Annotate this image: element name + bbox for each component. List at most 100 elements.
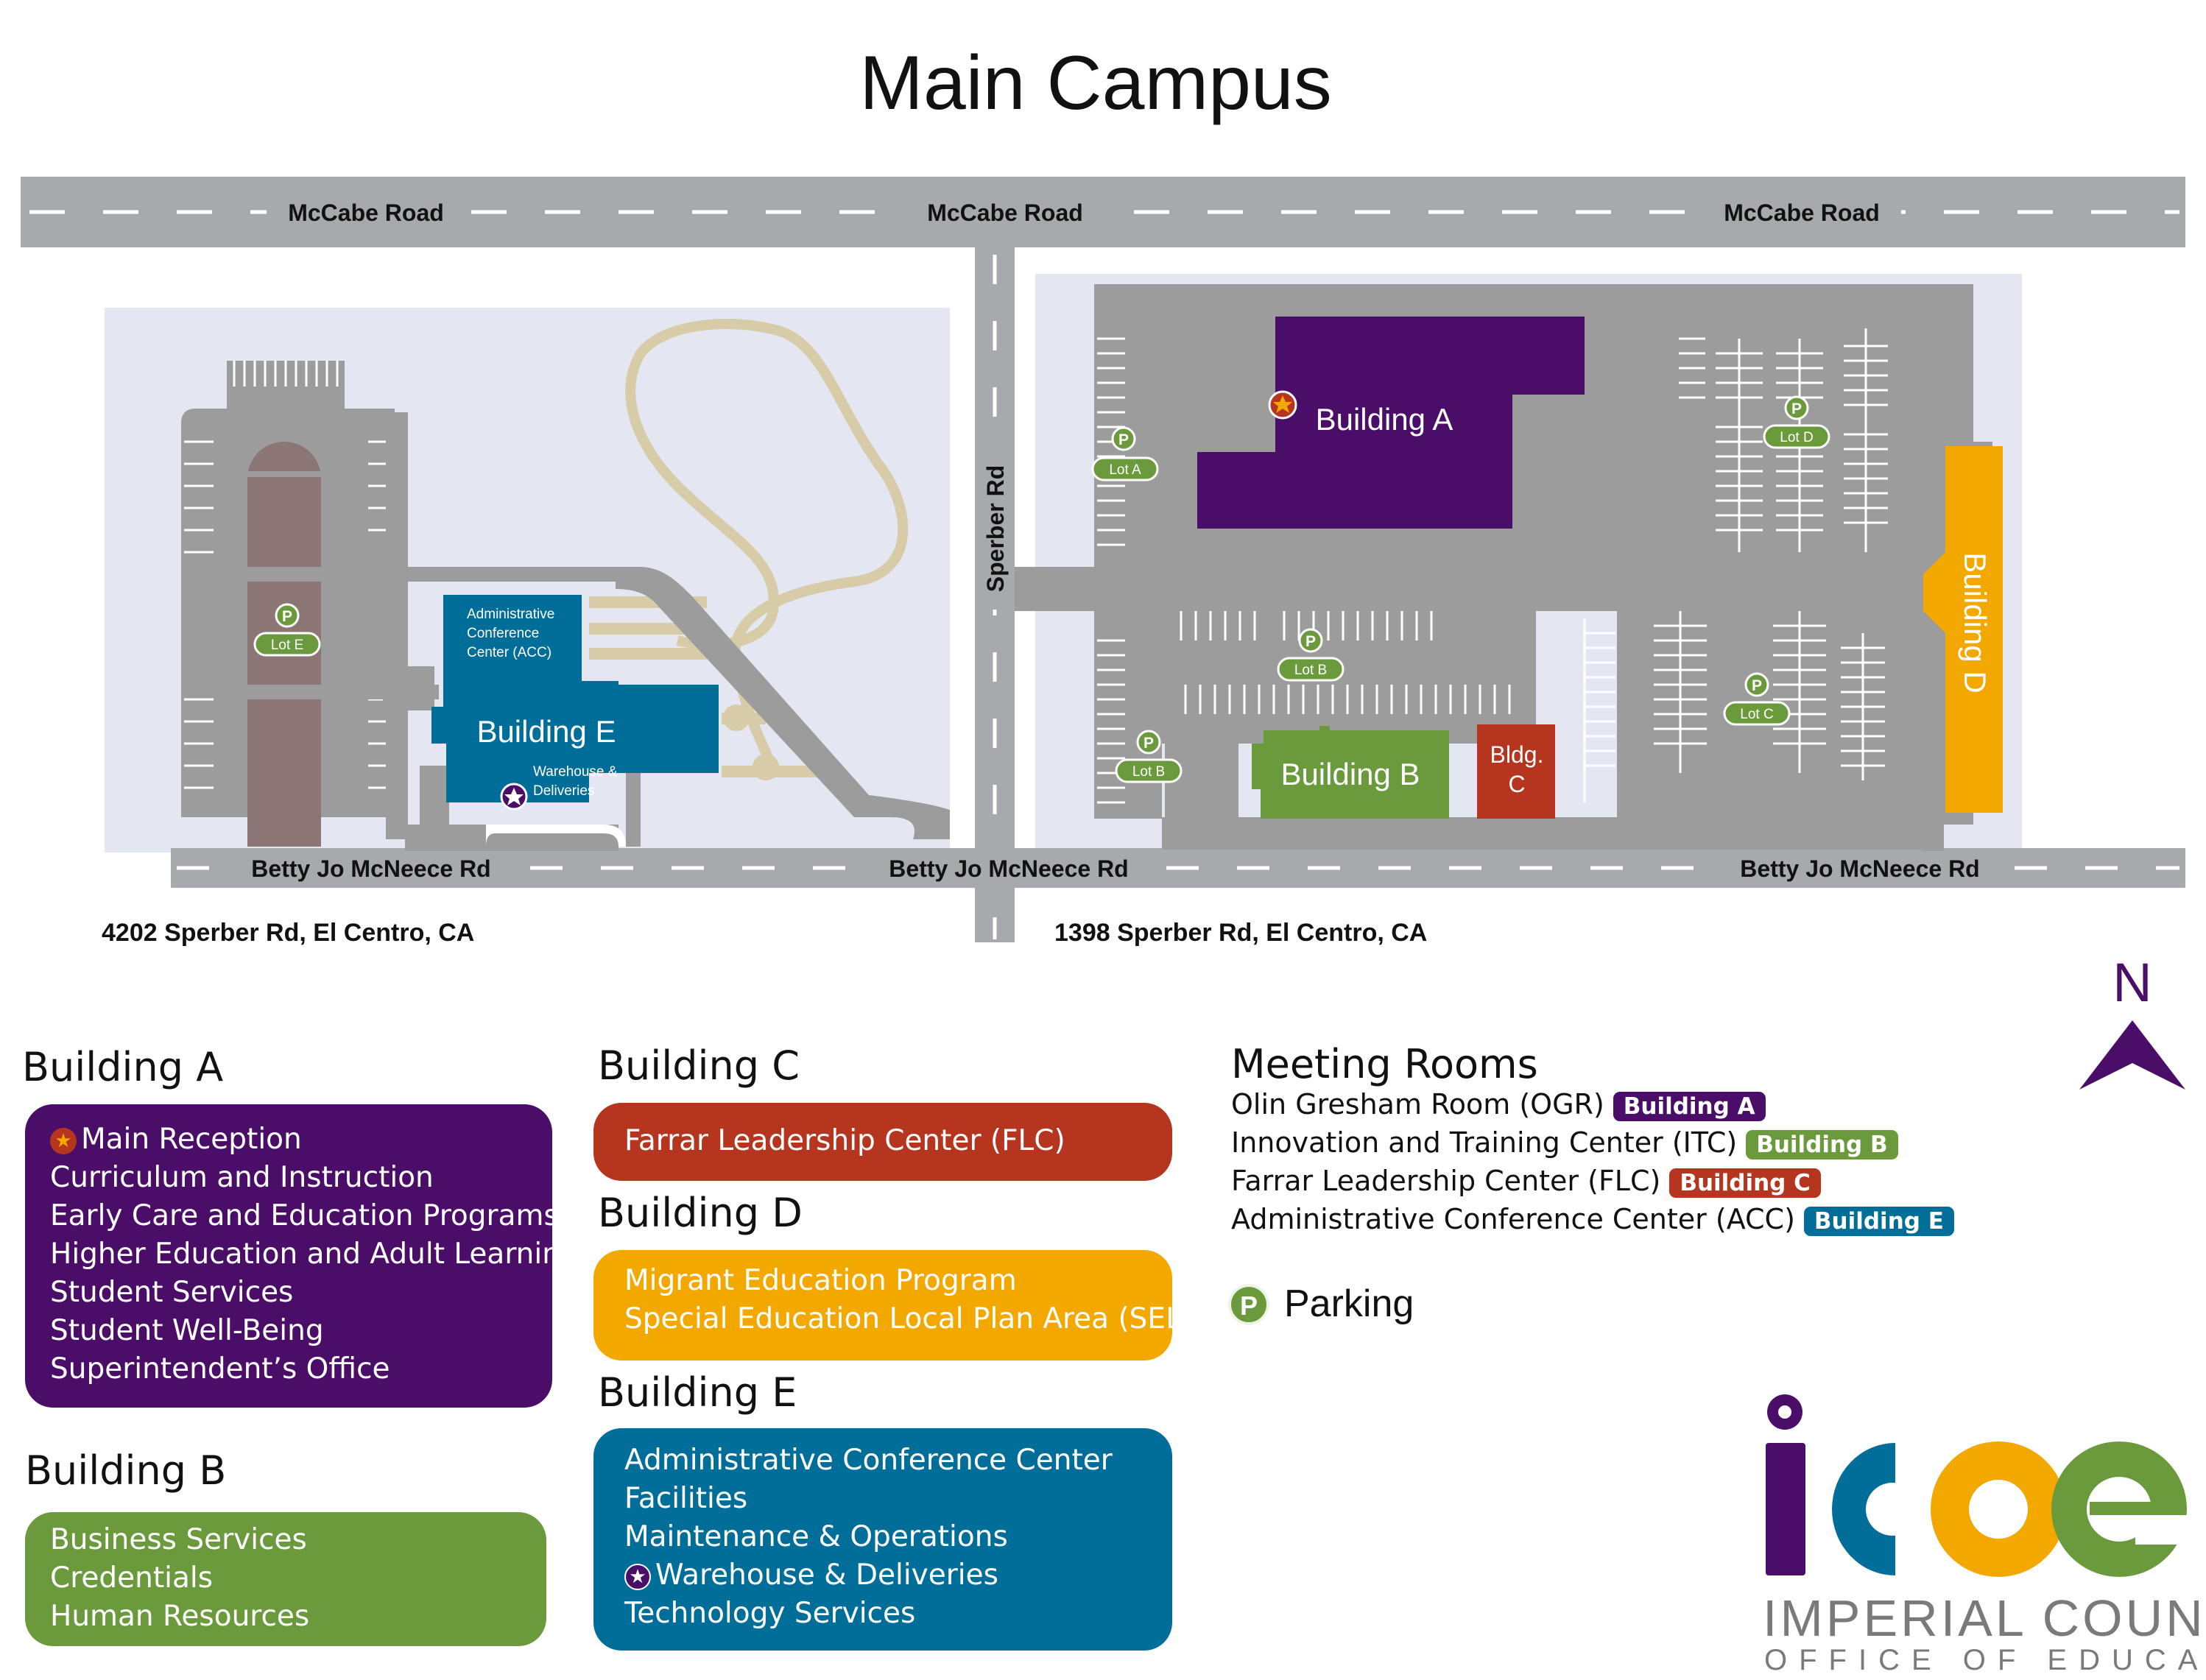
acc-label-1: Administrative — [467, 607, 554, 622]
building-a-tag: Building A — [1613, 1091, 1766, 1121]
legend-building-b-title: Building B — [25, 1447, 227, 1494]
page-title: Main Campus — [859, 40, 1332, 126]
lot-b-label: Lot B — [1294, 663, 1327, 678]
parking-p: P — [1143, 735, 1154, 752]
legend-building-e-box: Administrative Conference Center Facilit… — [593, 1428, 1172, 1651]
legend-building-d-box: Migrant Education Program Special Educat… — [593, 1250, 1228, 1360]
legend-a-item-1: Curriculum and Instruction — [50, 1161, 434, 1194]
walking-path — [625, 319, 909, 779]
parking-p: P — [282, 608, 292, 625]
legend-building-c-title: Building C — [598, 1042, 800, 1089]
legend-building-d-title: Building D — [598, 1190, 803, 1236]
lot-b2-label: Lot B — [1132, 764, 1165, 780]
legend-building-a-box: ★Main Reception Curriculum and Instructi… — [25, 1104, 579, 1408]
warehouse-text: Warehouse & Deliveries — [655, 1559, 998, 1592]
lot-e-badge — [253, 632, 321, 657]
meeting-room-name: Farrar Leadership Center (FLC) — [1231, 1165, 1661, 1197]
lot-d-label: Lot D — [1780, 430, 1813, 445]
building-b-label: Building B — [1280, 757, 1420, 791]
building-e — [431, 595, 719, 802]
parking-legend-label: Parking — [1284, 1282, 1414, 1325]
lot-d-c — [1617, 284, 1973, 825]
lot-a-parking: P Lot A — [1091, 426, 1159, 481]
acc-label-2: Conference — [467, 626, 539, 641]
logo-line1: IMPERIAL COUNTY — [1763, 1589, 2206, 1647]
legend-building-a-title: Building A — [22, 1044, 224, 1090]
sperber-road-label: Sperber Rd — [982, 465, 1009, 592]
lot-e-label: Lot E — [271, 638, 303, 653]
legend-a-item-2: Early Care and Education Programs — [50, 1199, 559, 1232]
building-c-label-2: C — [1508, 771, 1525, 797]
legend-c-item-0: Farrar Leadership Center (FLC) — [624, 1124, 1065, 1157]
lot-e-parking-icon — [275, 603, 300, 628]
acc-label-3: Center (ACC) — [467, 645, 552, 660]
parking-p: P — [1118, 431, 1129, 448]
legend-building-c-box: Farrar Leadership Center (FLC) — [593, 1103, 1172, 1181]
meeting-room-name: Innovation and Training Center (ITC) — [1231, 1126, 1738, 1159]
icoe-logo — [1766, 1394, 2187, 1577]
building-c-tag: Building C — [1669, 1168, 1821, 1198]
legend-e-item-3: ★Warehouse & Deliveries — [624, 1556, 1172, 1595]
address-east: 1398 Sperber Rd, El Centro, CA — [1054, 919, 1427, 947]
main-reception-text: Main Reception — [81, 1123, 302, 1156]
lot-c-label: Lot C — [1740, 707, 1773, 722]
legend-b-item-0: Business Services — [50, 1523, 307, 1556]
mccabe-road-label-3: McCabe Road — [1724, 200, 1880, 226]
building-d — [1923, 446, 2003, 813]
mccabe-road-label-1: McCabe Road — [288, 200, 444, 226]
legend-a-item-3: Higher Education and Adult Learning — [50, 1238, 579, 1271]
lot-a-label: Lot A — [1109, 462, 1141, 478]
legend-a-item-4: Student Services — [50, 1276, 294, 1309]
parking-p: P — [1791, 400, 1802, 417]
parking-p: P — [1752, 677, 1762, 694]
building-c-label-1: Bldg. — [1490, 741, 1544, 768]
legend-b-item-1: Credentials — [50, 1561, 214, 1595]
logo-line2: OFFICE OF EDUCATION — [1764, 1644, 2206, 1676]
meeting-room-row-2: Farrar Leadership Center (FLC) Building C — [1231, 1165, 1821, 1198]
north-arrow-icon — [2079, 1020, 2185, 1090]
building-a — [1197, 317, 1585, 529]
building-e-tag: Building E — [1803, 1206, 1954, 1236]
building-a-label: Building A — [1316, 402, 1453, 437]
star-circle-icon: ★ — [624, 1563, 651, 1590]
betty-jo-road-label-1: Betty Jo McNeece Rd — [251, 855, 490, 882]
lot-b2-parking: P Lot B — [1115, 730, 1183, 783]
parking-p: P — [1240, 1291, 1258, 1321]
warehouse-label-2: Deliveries — [533, 783, 594, 799]
mccabe-road-label-2: McCabe Road — [927, 200, 1083, 226]
star-badge-icon: ★ — [50, 1127, 77, 1154]
meeting-room-name: Olin Gresham Room (OGR) — [1231, 1088, 1604, 1120]
building-e-label: Building E — [476, 714, 616, 749]
building-b — [1252, 726, 1449, 819]
building-b-tag: Building B — [1746, 1129, 1898, 1160]
legend-e-item-1: Facilities — [624, 1482, 748, 1515]
north-label: N — [2112, 952, 2152, 1013]
legend-b-item-2: Human Resources — [50, 1600, 310, 1633]
betty-jo-road-label-2: Betty Jo McNeece Rd — [889, 855, 1128, 882]
meeting-room-row-1: Innovation and Training Center (ITC) Buil… — [1231, 1126, 1898, 1160]
betty-jo-road-label-3: Betty Jo McNeece Rd — [1740, 855, 1979, 882]
parking-icon — [1228, 1284, 1269, 1325]
legend-a-item-5: Student Well-Being — [50, 1314, 324, 1347]
legend-e-item-2: Maintenance & Operations — [624, 1520, 1008, 1553]
meeting-room-name: Administrative Conference Center (ACC) — [1231, 1203, 1795, 1235]
lot-b-parking: P Lot B — [1277, 628, 1345, 682]
meeting-rooms-title: Meeting Rooms — [1231, 1041, 1538, 1087]
parking-p: P — [1305, 633, 1316, 650]
legend-d-item-0: Migrant Education Program — [624, 1264, 1017, 1297]
legend-e-item-0: Administrative Conference Center — [624, 1444, 1113, 1477]
warehouse-label-1: Warehouse & — [533, 764, 618, 780]
legend-d-item-1: Special Education Local Plan Area (SELPA… — [624, 1302, 1228, 1335]
lot-d-parking: P Lot D — [1763, 395, 1830, 449]
legend-building-b-box: Business Services Credentials Human Reso… — [25, 1512, 546, 1646]
lot-c-parking: P Lot C — [1723, 672, 1791, 726]
meeting-room-row-0: Olin Gresham Room (OGR) Building A — [1231, 1088, 1766, 1121]
legend-a-item-0: ★Main Reception — [50, 1120, 552, 1159]
legend-a-item-6: Superintendent’s Office — [50, 1352, 390, 1386]
building-d-label: Building D — [1958, 552, 1992, 693]
legend-building-e-title: Building E — [598, 1369, 797, 1416]
address-west: 4202 Sperber Rd, El Centro, CA — [102, 919, 474, 947]
building-c — [1477, 724, 1555, 819]
meeting-room-row-3: Administrative Conference Center (ACC) Bu… — [1231, 1203, 1954, 1236]
